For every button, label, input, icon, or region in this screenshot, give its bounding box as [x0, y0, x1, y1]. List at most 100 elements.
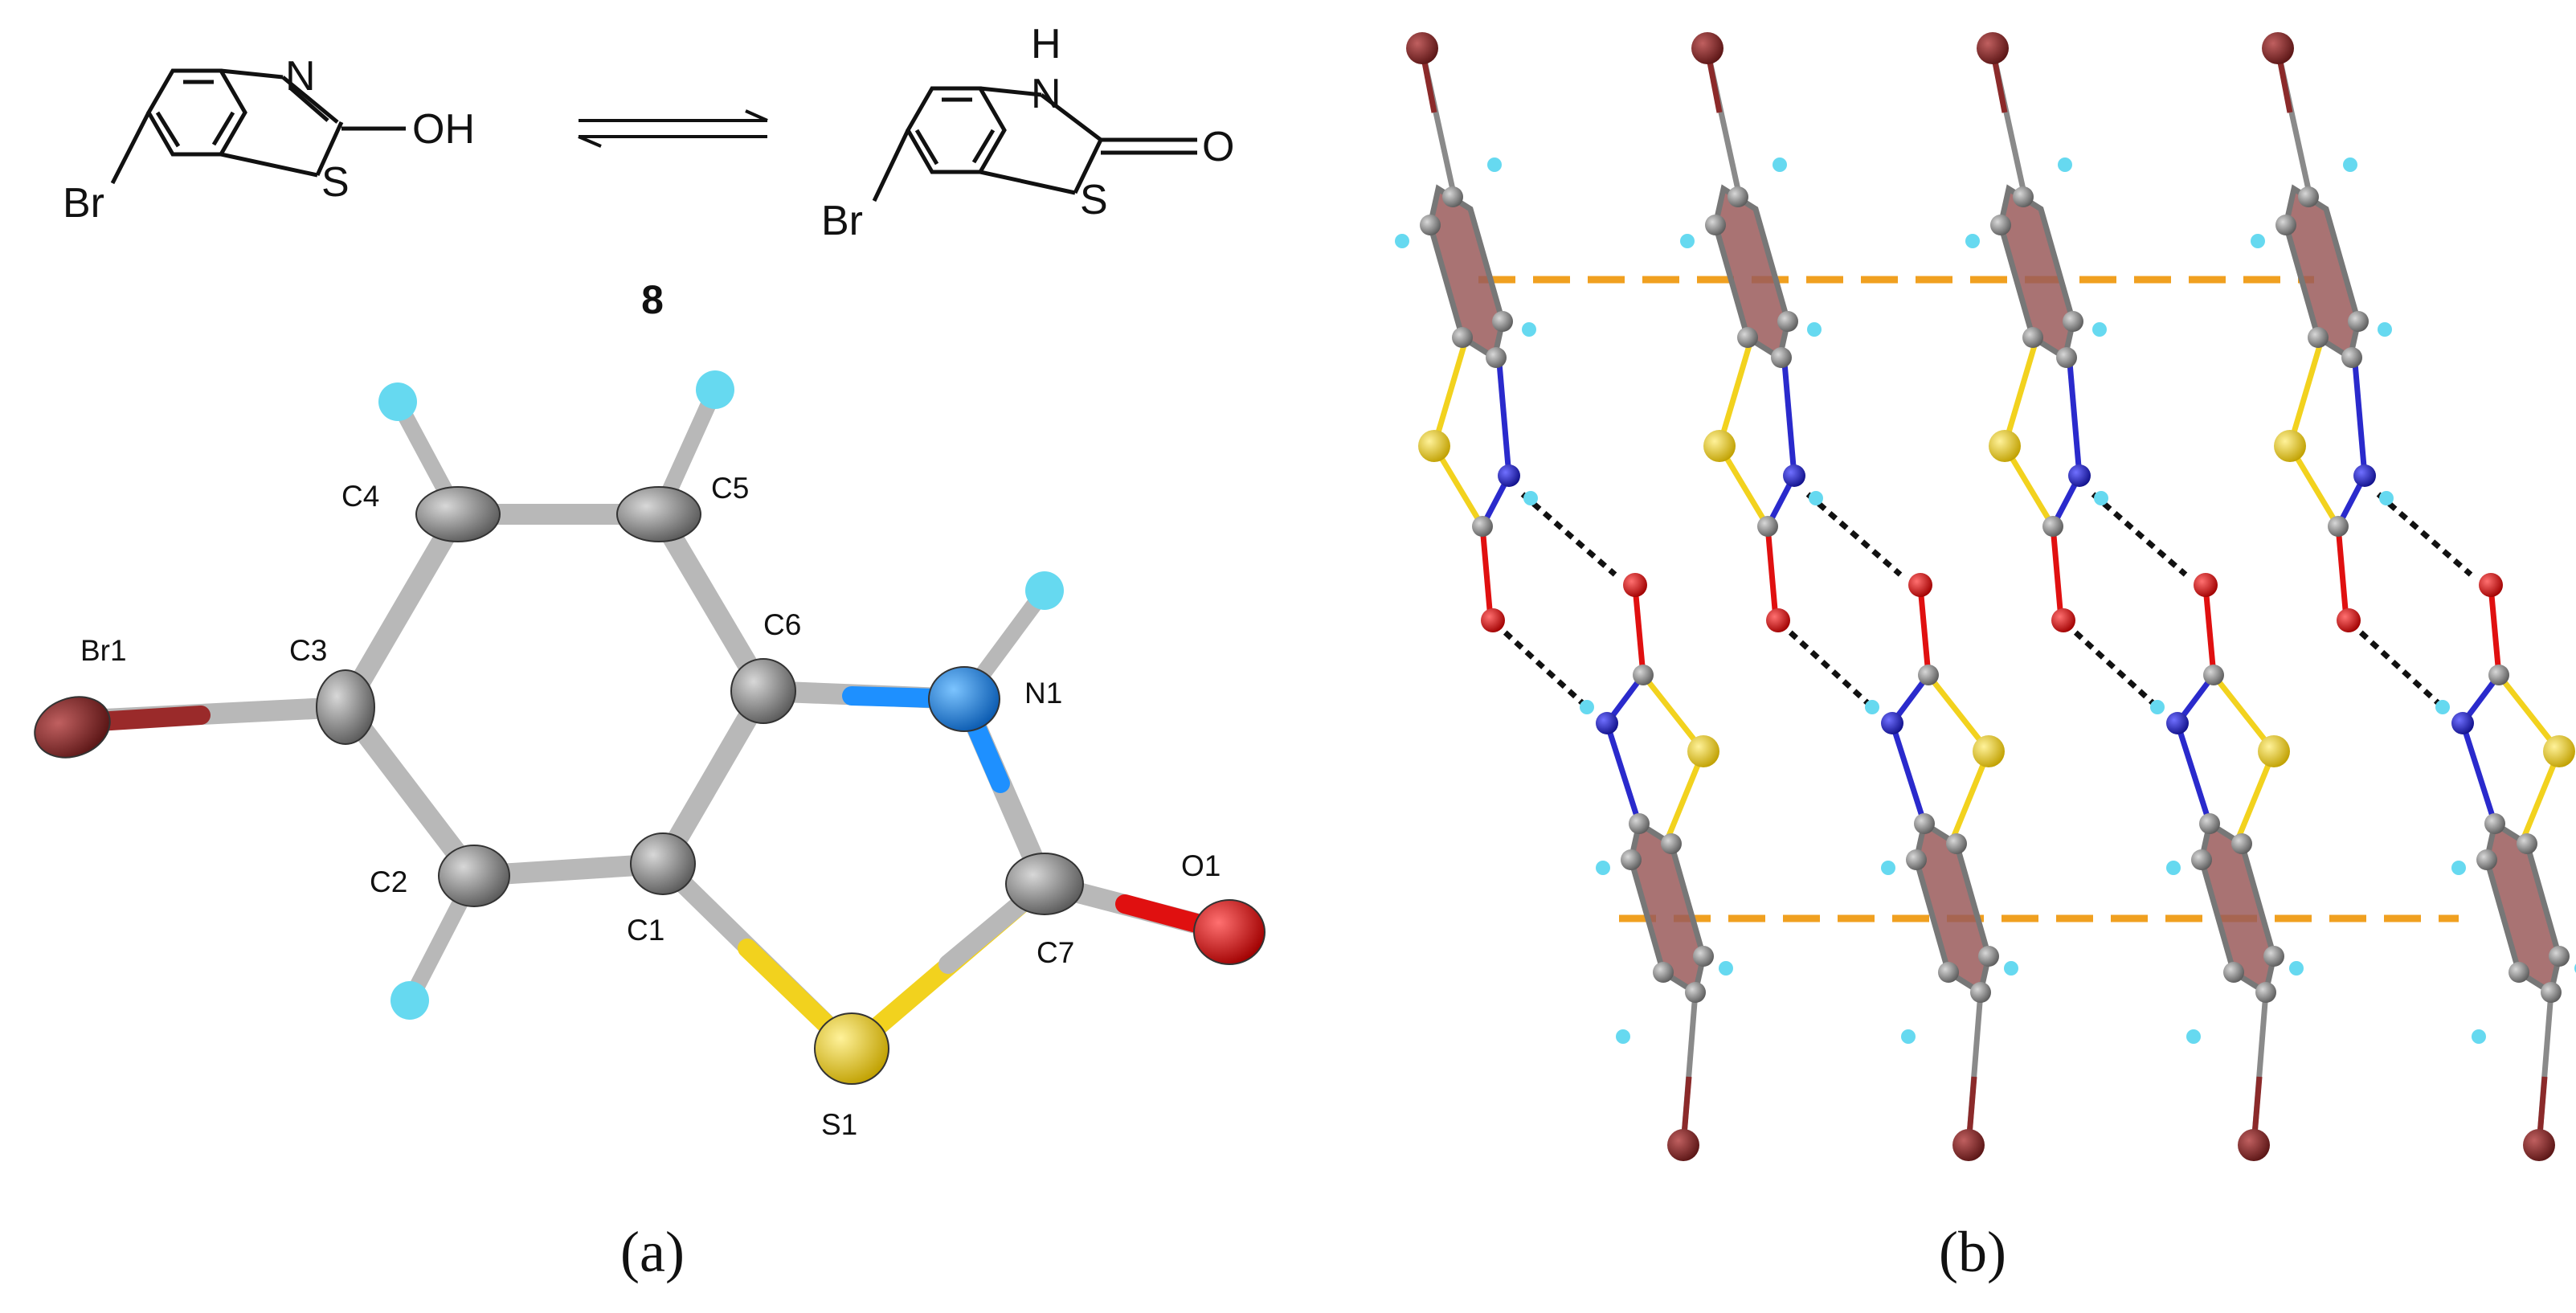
panel-label-b: (b) — [1939, 1220, 2006, 1284]
hydrogen-bond — [1777, 620, 1875, 710]
atom-hydrogen — [1719, 961, 1733, 976]
atom-carbon — [1621, 849, 1642, 870]
atom-hydrogen — [2343, 157, 2357, 172]
atom-hydrogen — [1580, 700, 1594, 714]
label-c1: C1 — [627, 914, 664, 947]
atom-oxygen — [2194, 573, 2218, 597]
atom-carbon — [1737, 327, 1758, 348]
label-n1: N1 — [1024, 677, 1062, 710]
sulfur-label: S — [321, 159, 350, 206]
atom-h4 — [378, 382, 417, 421]
equilibrium-arrow — [578, 109, 768, 148]
atom-sulfur — [2258, 735, 2290, 767]
atom-carbon — [1420, 215, 1441, 235]
atom-nitrogen — [2451, 712, 2474, 734]
packing-column-1 — [1395, 32, 1733, 1161]
crystal-packing — [1395, 32, 2576, 1161]
keto-tautomer-structure — [872, 86, 1197, 202]
atom-bromine — [1667, 1129, 1699, 1161]
atom-carbon — [2476, 849, 2497, 870]
atom-carbon — [2022, 327, 2043, 348]
bromine-label: Br — [63, 180, 104, 227]
hydroxy-tautomer-structure — [110, 68, 406, 185]
c-o-bond — [2335, 526, 2349, 620]
atom-carbon — [1757, 516, 1778, 537]
atom-carbon — [2298, 186, 2319, 207]
packing-column-4 — [2251, 32, 2576, 1161]
c-s-bond — [2002, 337, 2040, 447]
ortep-diagram: Br1 C3 C4 C5 C6 N1 C2 C1 C7 O1 S1 — [34, 370, 1266, 1141]
atom-carbon — [1685, 982, 1706, 1003]
atom-hydrogen — [1881, 861, 1895, 875]
atom-carbon — [2488, 665, 2509, 685]
atom-sulfur — [1989, 430, 2021, 462]
c-s-bond — [1641, 673, 1706, 754]
c-o-bond — [2488, 586, 2502, 676]
label-o1: O1 — [1181, 849, 1221, 882]
atom-carbon — [1661, 833, 1682, 854]
atom-carbon — [2341, 347, 2362, 368]
hydrogen-bond — [1492, 620, 1589, 710]
atom-carbon — [2263, 946, 2284, 967]
atom-carbon — [1693, 946, 1714, 967]
atom-bromine — [2262, 32, 2294, 64]
hydroxyl-label: OH — [412, 106, 475, 153]
atom-c2 — [438, 845, 510, 907]
atom-sulfur — [2274, 430, 2306, 462]
atom-hydrogen — [2379, 491, 2394, 505]
atom-hydrogen — [2289, 961, 2304, 976]
atom-carbon — [2541, 982, 2562, 1003]
atom-carbon — [2191, 849, 2212, 870]
packing-column-2 — [1680, 32, 2018, 1161]
c-s-bond — [1431, 337, 1470, 447]
atom-bromine — [1952, 1129, 1985, 1161]
atom-carbon — [1705, 215, 1726, 235]
label-c4: C4 — [341, 480, 379, 513]
atom-h5 — [696, 370, 734, 409]
label-c2: C2 — [370, 865, 407, 898]
atom-oxygen — [2479, 573, 2503, 597]
atom-carbon — [2348, 311, 2369, 332]
nitrogen-label: N — [1031, 71, 1061, 117]
atom-carbon — [1492, 311, 1513, 332]
atom-hydrogen — [1865, 700, 1879, 714]
atom-carbon — [2056, 347, 2077, 368]
atom-carbon — [2517, 833, 2537, 854]
atom-carbon — [1777, 311, 1798, 332]
atom-c7 — [1005, 853, 1084, 915]
atom-oxygen — [2051, 608, 2075, 632]
atom-oxygen — [1908, 573, 1932, 597]
atom-bromine — [1691, 32, 1723, 64]
atom-hydrogen — [1596, 861, 1610, 875]
atom-s1 — [814, 1012, 889, 1085]
atom-hydrogen — [2004, 961, 2018, 976]
atom-hn1 — [1025, 571, 1064, 610]
c-o-bond — [1632, 586, 1646, 676]
atom-hydrogen — [2166, 861, 2181, 875]
atom-oxygen — [1481, 608, 1505, 632]
atom-carbon — [2063, 311, 2083, 332]
label-c5: C5 — [711, 472, 749, 505]
c-n-bond — [2351, 353, 2368, 477]
c-o-bond — [2050, 526, 2064, 620]
atom-hydrogen — [1773, 157, 1787, 172]
atom-carbon — [1918, 665, 1939, 685]
packing-columns — [1395, 32, 2576, 1161]
atom-nitrogen — [2166, 712, 2189, 734]
atom-nitrogen — [2353, 464, 2376, 487]
atom-carbon — [2199, 813, 2220, 834]
atom-oxygen — [1623, 573, 1647, 597]
label-c3: C3 — [289, 634, 327, 667]
atom-carbon — [1978, 946, 1999, 967]
atom-nitrogen — [1881, 712, 1903, 734]
atom-carbon — [1970, 982, 1991, 1003]
compound-number: 8 — [641, 277, 664, 322]
atom-carbon — [1486, 347, 1507, 368]
pi-stacking-lines — [1478, 276, 2459, 922]
tautomer-scheme: N OH S Br H N O S Br 8 — [63, 21, 1234, 322]
atom-bromine — [1977, 32, 2009, 64]
atom-carbon — [2231, 833, 2252, 854]
atom-hydrogen — [2378, 322, 2392, 337]
atom-hydrogen — [2251, 234, 2265, 248]
